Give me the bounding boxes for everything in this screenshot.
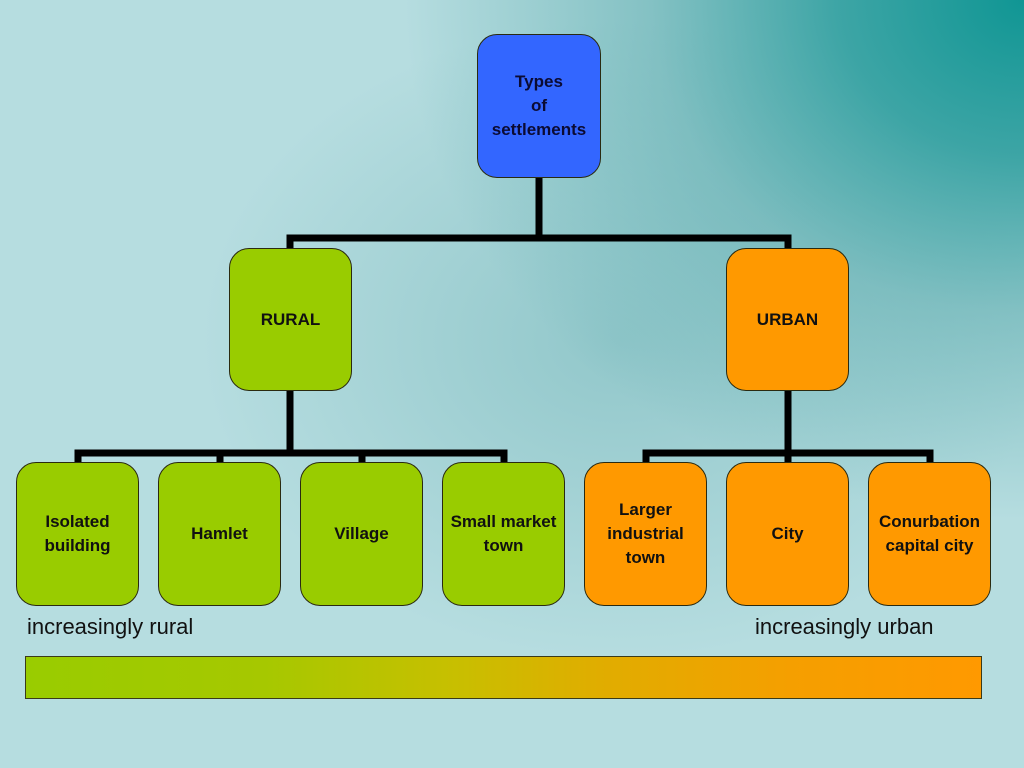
node-conurbation-capital-city: Conurbation capital city bbox=[868, 462, 991, 606]
scale-label-rural: increasingly rural bbox=[27, 614, 194, 639]
node-city: City bbox=[726, 462, 849, 606]
node-rural: RURAL bbox=[229, 248, 352, 391]
node-hamlet: Hamlet bbox=[158, 462, 281, 606]
node-urban: URBAN bbox=[726, 248, 849, 391]
node-small-market-town: Small market town bbox=[442, 462, 565, 606]
node-isolated-building: Isolated building bbox=[16, 462, 139, 606]
rural-urban-gradient-bar bbox=[25, 656, 982, 699]
node-types-of-settlements: Types of settlements bbox=[477, 34, 601, 178]
scale-label-urban: increasingly urban bbox=[755, 614, 934, 639]
node-larger-industrial-town: Larger industrial town bbox=[584, 462, 707, 606]
node-village: Village bbox=[300, 462, 423, 606]
